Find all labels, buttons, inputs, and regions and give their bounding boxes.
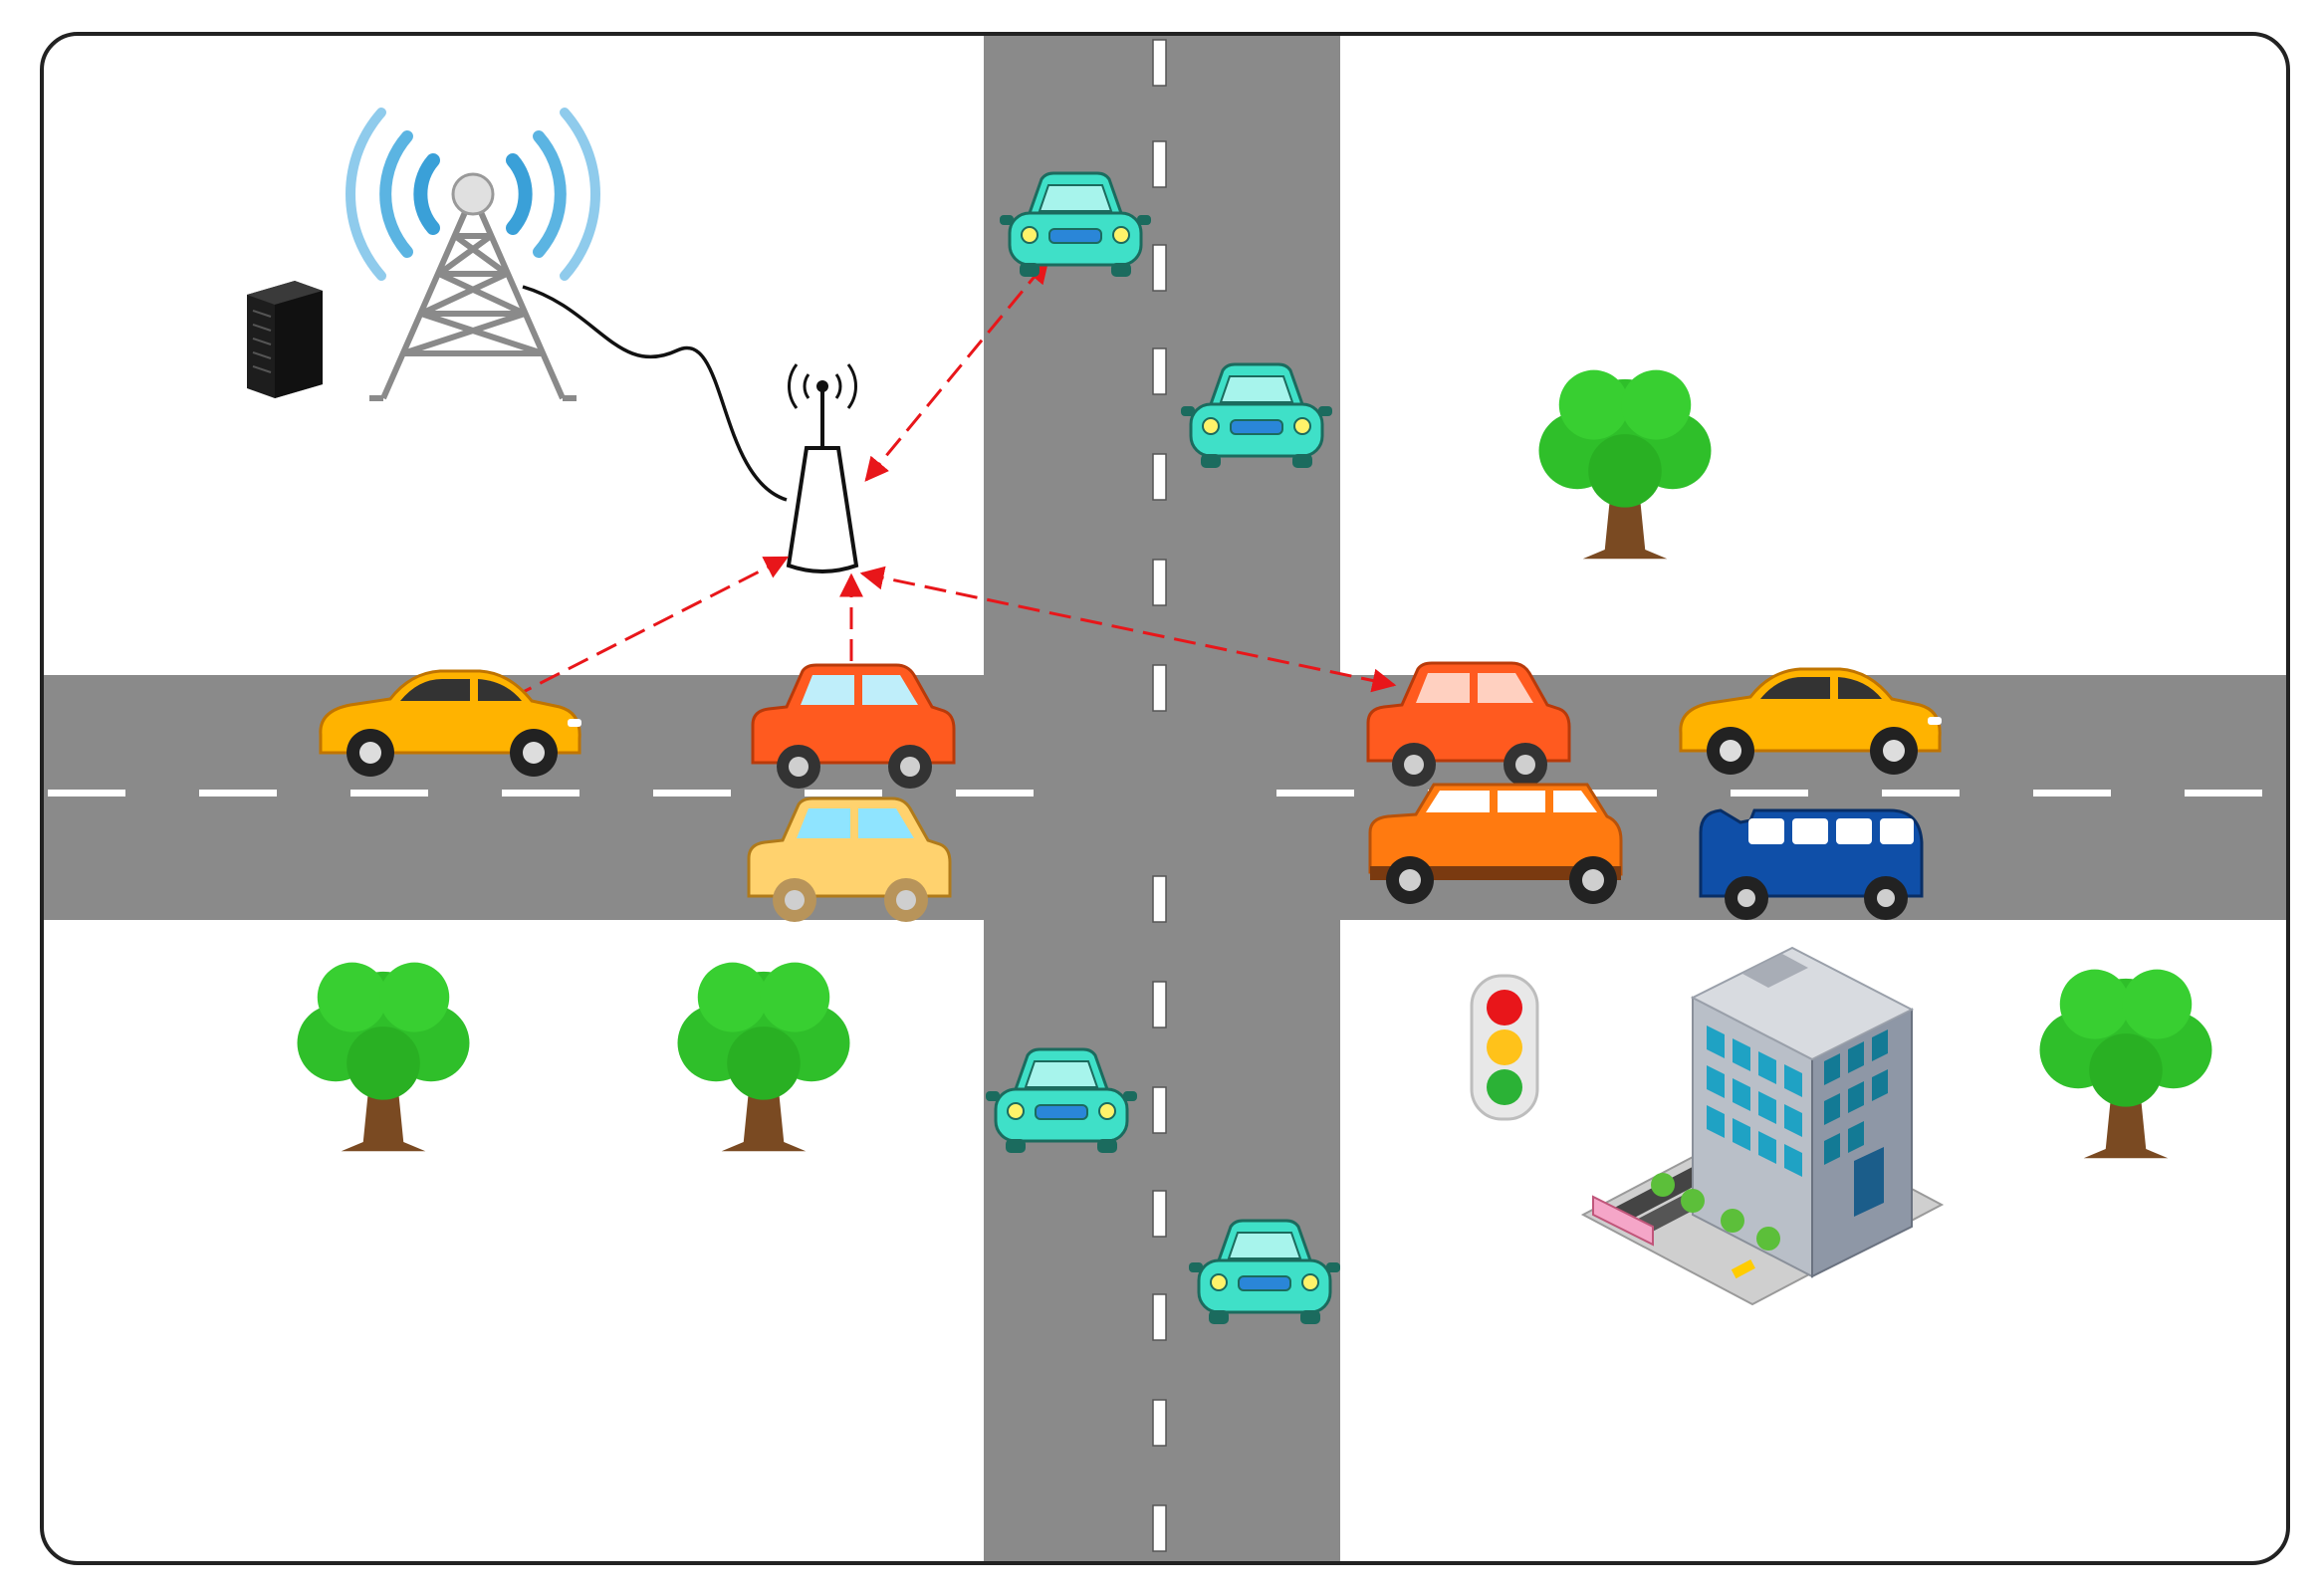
link-rsu-north-car (864, 259, 1049, 482)
vehicle-east-bus (1699, 808, 1924, 920)
vehicle-east-orange-suv (1368, 783, 1623, 904)
building-icon (1580, 946, 1945, 1306)
traffic-light-icon (1470, 974, 1539, 1121)
signal-waves (346, 108, 600, 281)
frame-border (40, 32, 2290, 1565)
server-rack-icon (247, 281, 323, 398)
wired-link (522, 285, 788, 502)
cell-tower-icon (346, 108, 600, 401)
link-rsu-east-red (859, 566, 1397, 693)
link-rsu-west-taxi (487, 556, 790, 711)
rsu-antenna-icon (786, 363, 859, 573)
